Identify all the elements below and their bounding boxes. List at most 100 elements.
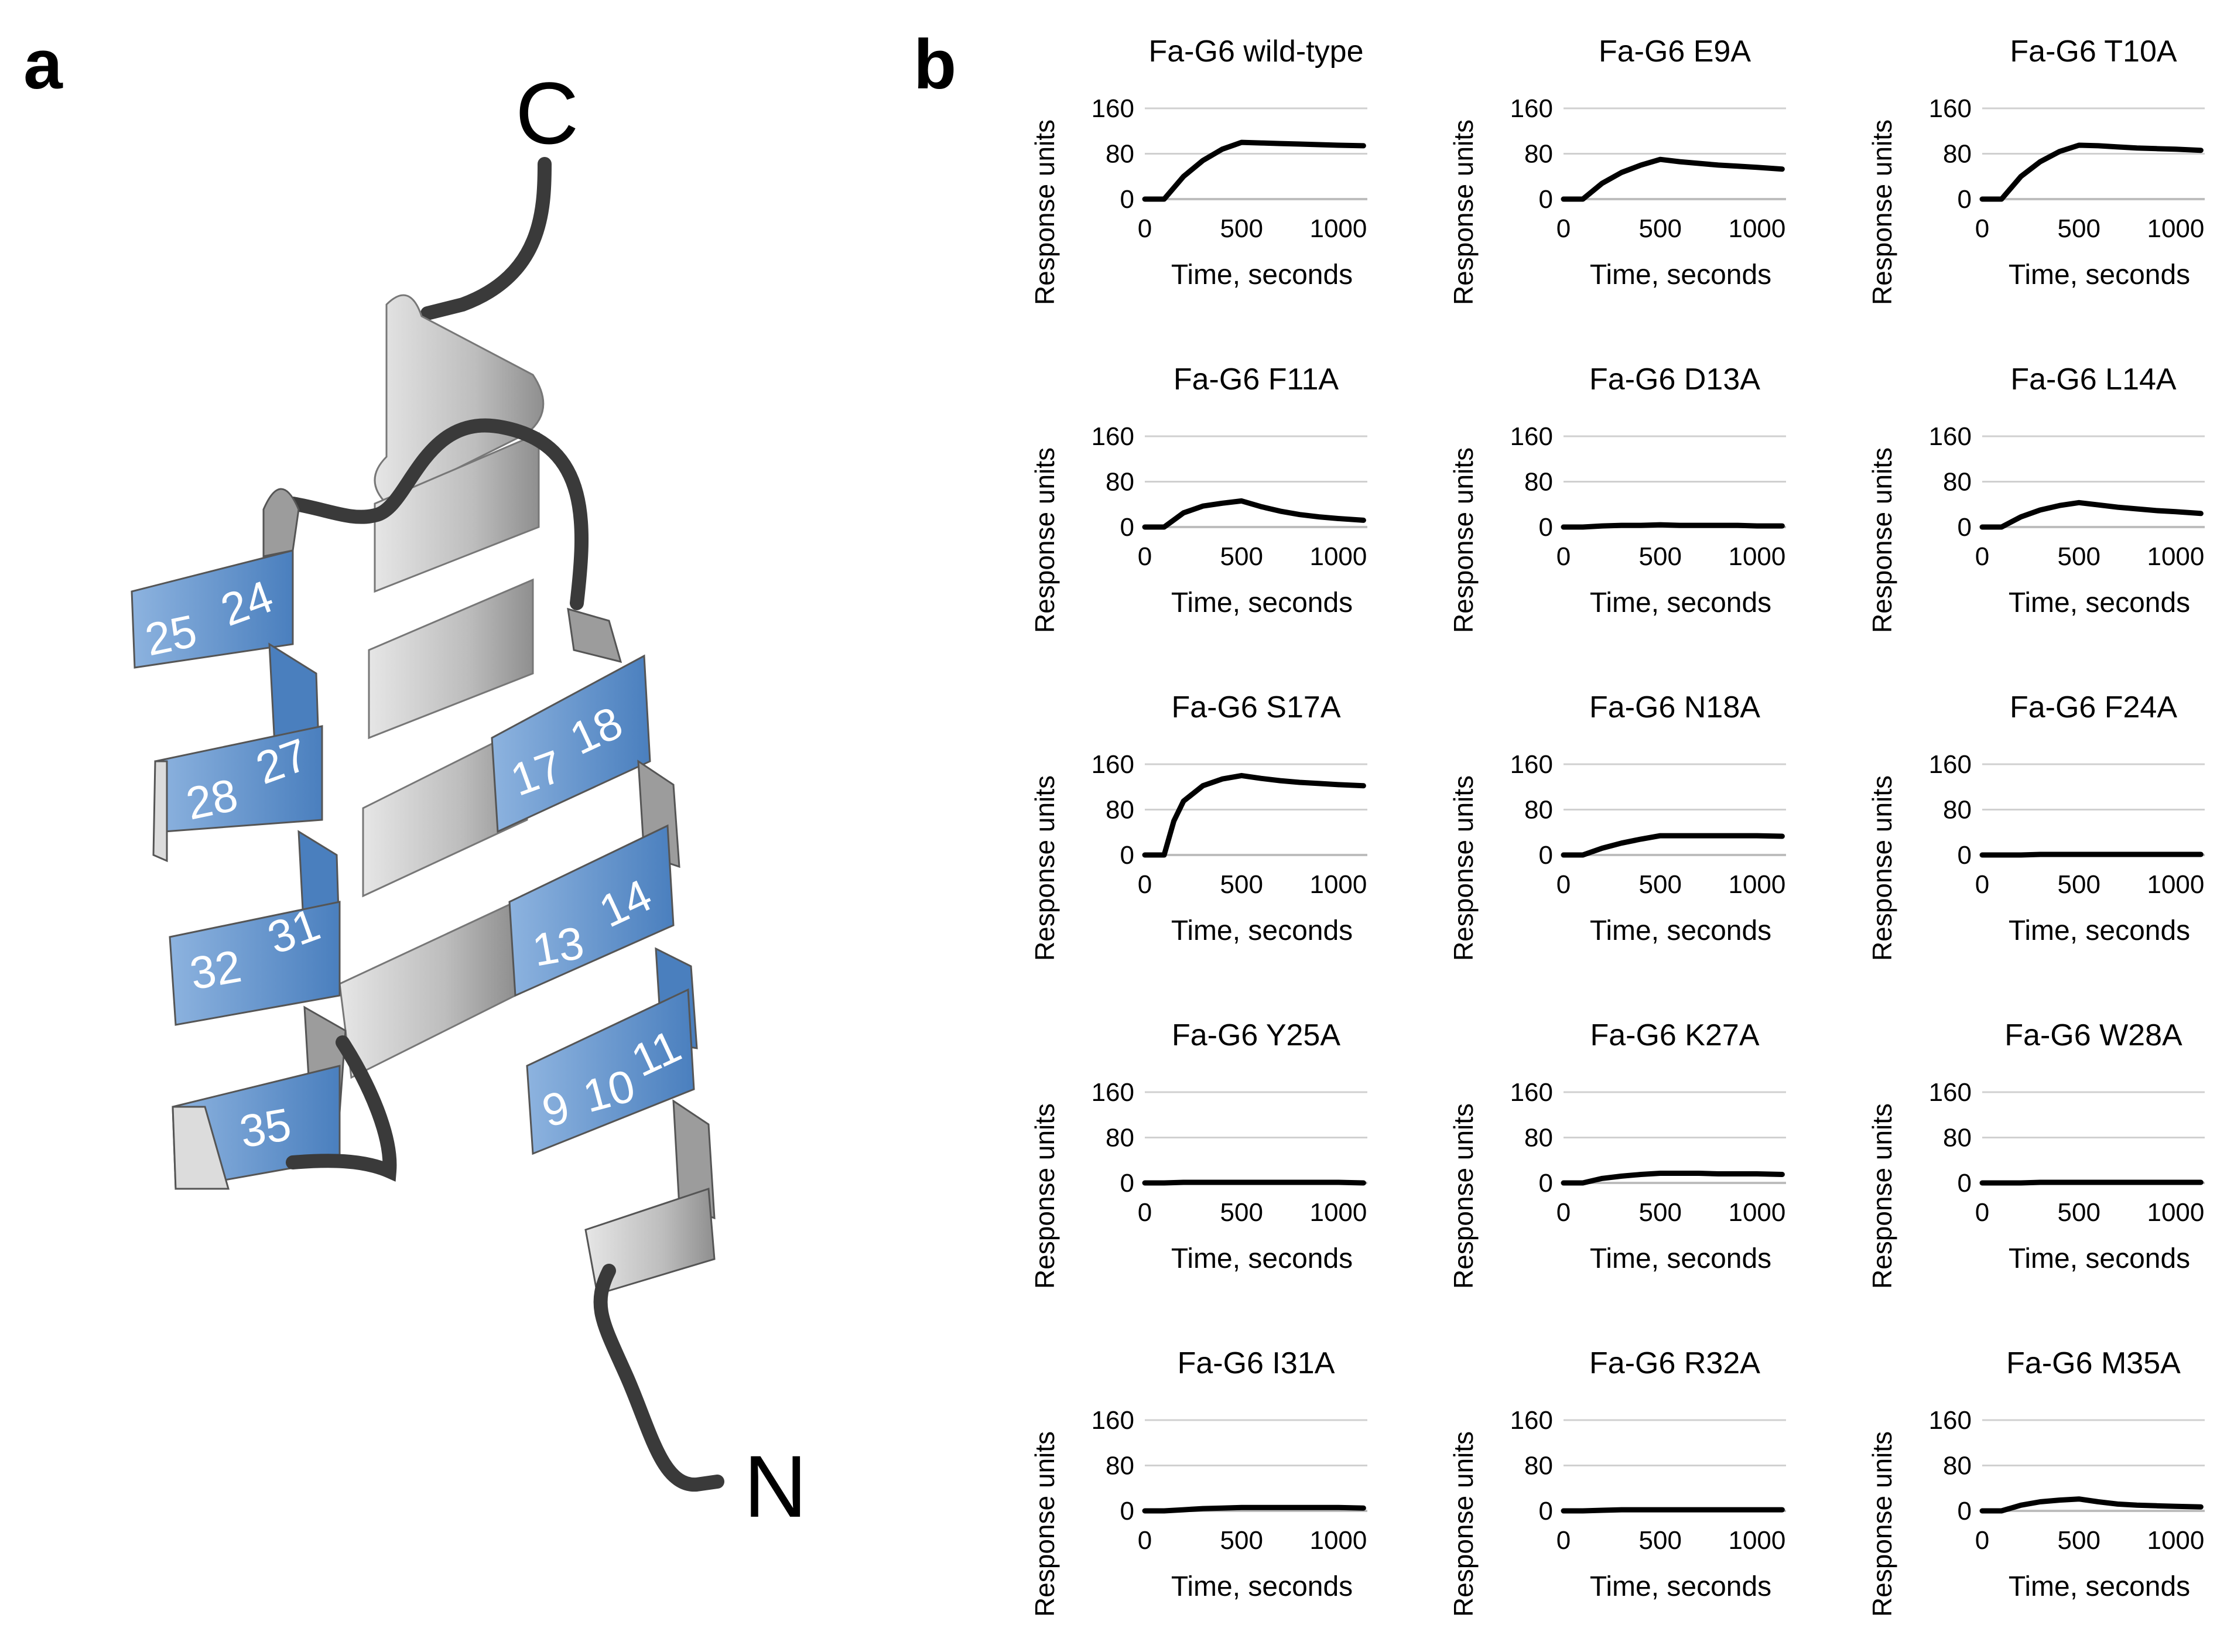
x-tick-label: 1000 [1309,1526,1367,1555]
x-axis-label: Time, seconds [1590,587,1771,618]
y-tick-label: 0 [1539,1169,1553,1198]
residue-label: 13 [529,916,588,976]
central-helix [338,294,545,1079]
y-tick-label: 80 [1106,1124,1134,1152]
y-axis-label: Response units [1029,1431,1060,1617]
series-line [1561,1171,1785,1186]
x-tick-label: 1000 [2147,214,2204,243]
residue-label: 35 [236,1098,295,1158]
y-tick-label: 160 [1510,750,1553,779]
y-tick-label: 80 [1943,468,1972,497]
x-tick-label: 0 [1556,870,1571,899]
y-tick-label: 0 [1539,513,1553,542]
chart-title: Fa-G6 M35A [2006,1346,2181,1380]
y-tick-label: 0 [1958,513,1972,542]
x-tick-label: 1000 [2147,542,2204,571]
x-tick-label: 500 [1220,870,1263,899]
y-tick-label: 160 [1510,422,1553,451]
x-tick-label: 1000 [1728,1526,1785,1555]
protein-structure-diagram: C N 25 24 28 27 32 31 35 17 18 13 14 9 1… [131,64,807,1535]
chart-title: Fa-G6 E9A [1599,35,1751,69]
y-tick-label: 160 [1929,750,1972,779]
x-tick-label: 0 [1975,1526,1989,1555]
left-helix [131,488,347,1190]
y-tick-label: 160 [1929,422,1972,451]
series-line [1979,500,2204,530]
y-axis-label: Response units [1867,119,1897,305]
y-tick-label: 160 [1510,1078,1553,1107]
chart-title: Fa-G6 D13A [1589,362,1760,396]
y-tick-label: 0 [1958,1169,1972,1198]
y-tick-label: 160 [1092,1406,1134,1435]
y-axis-label: Response units [1448,775,1479,961]
x-axis-label: Time, seconds [1590,1243,1771,1274]
y-tick-label: 80 [1106,1452,1134,1480]
x-tick-label: 500 [2058,1526,2100,1555]
x-axis-label: Time, seconds [1590,1571,1771,1602]
c-terminus-label: C [515,64,579,162]
middle-loop [286,418,589,610]
y-tick-label: 160 [1510,94,1553,123]
y-tick-label: 160 [1092,422,1134,451]
x-tick-label: 0 [1138,1198,1152,1227]
y-axis-label: Response units [1448,447,1479,633]
chart-title: Fa-G6 I31A [1178,1346,1335,1380]
y-tick-label: 80 [1524,140,1553,169]
c-terminal-loop [420,157,552,320]
y-tick-label: 0 [1120,185,1134,214]
x-tick-label: 0 [1975,1198,1989,1227]
residue-label: 32 [186,940,245,1000]
series-line [1561,833,1785,858]
series-line [1979,1496,2204,1514]
y-tick-label: 80 [1943,1124,1972,1152]
y-tick-label: 160 [1092,750,1134,779]
y-axis-label: Response units [1448,1431,1479,1617]
x-tick-label: 0 [1556,542,1571,571]
x-tick-label: 0 [1138,1526,1152,1555]
residue-label: 28 [182,769,242,830]
n-terminal-loop [593,1264,724,1492]
x-tick-label: 0 [1556,1526,1571,1555]
y-tick-label: 80 [1106,796,1134,825]
y-tick-label: 80 [1524,796,1553,825]
chart-title: Fa-G6 S17A [1171,690,1340,724]
chart-title: Fa-G6 F24A [2010,690,2177,724]
x-tick-label: 1000 [1309,1198,1367,1227]
y-tick-label: 160 [1510,1406,1553,1435]
series-line [1979,1179,2204,1186]
y-tick-label: 80 [1943,1452,1972,1480]
series-line [1142,1179,1366,1186]
x-tick-label: 1000 [1309,870,1367,899]
x-tick-label: 500 [2058,214,2100,243]
x-tick-label: 1000 [1728,1198,1785,1227]
x-axis-label: Time, seconds [1171,915,1353,946]
y-tick-label: 0 [1958,841,1972,870]
residue-label: 25 [141,605,201,666]
series-line [1142,1504,1366,1514]
x-tick-label: 500 [1220,1526,1263,1555]
y-axis-label: Response units [1029,119,1060,305]
x-axis-label: Time, seconds [1171,1243,1353,1274]
chart-title: Fa-G6 W28A [2004,1018,2182,1052]
series-line [1142,139,1366,202]
series-line [1979,142,2204,202]
y-tick-label: 80 [1524,468,1553,497]
x-axis-label: Time, seconds [2009,259,2190,290]
x-axis-label: Time, seconds [1590,915,1771,946]
x-tick-label: 500 [1220,1198,1263,1227]
y-tick-label: 160 [1092,94,1134,123]
series-line [1561,1507,1785,1514]
y-tick-label: 160 [1929,1078,1972,1107]
x-axis-label: Time, seconds [2009,1243,2190,1274]
